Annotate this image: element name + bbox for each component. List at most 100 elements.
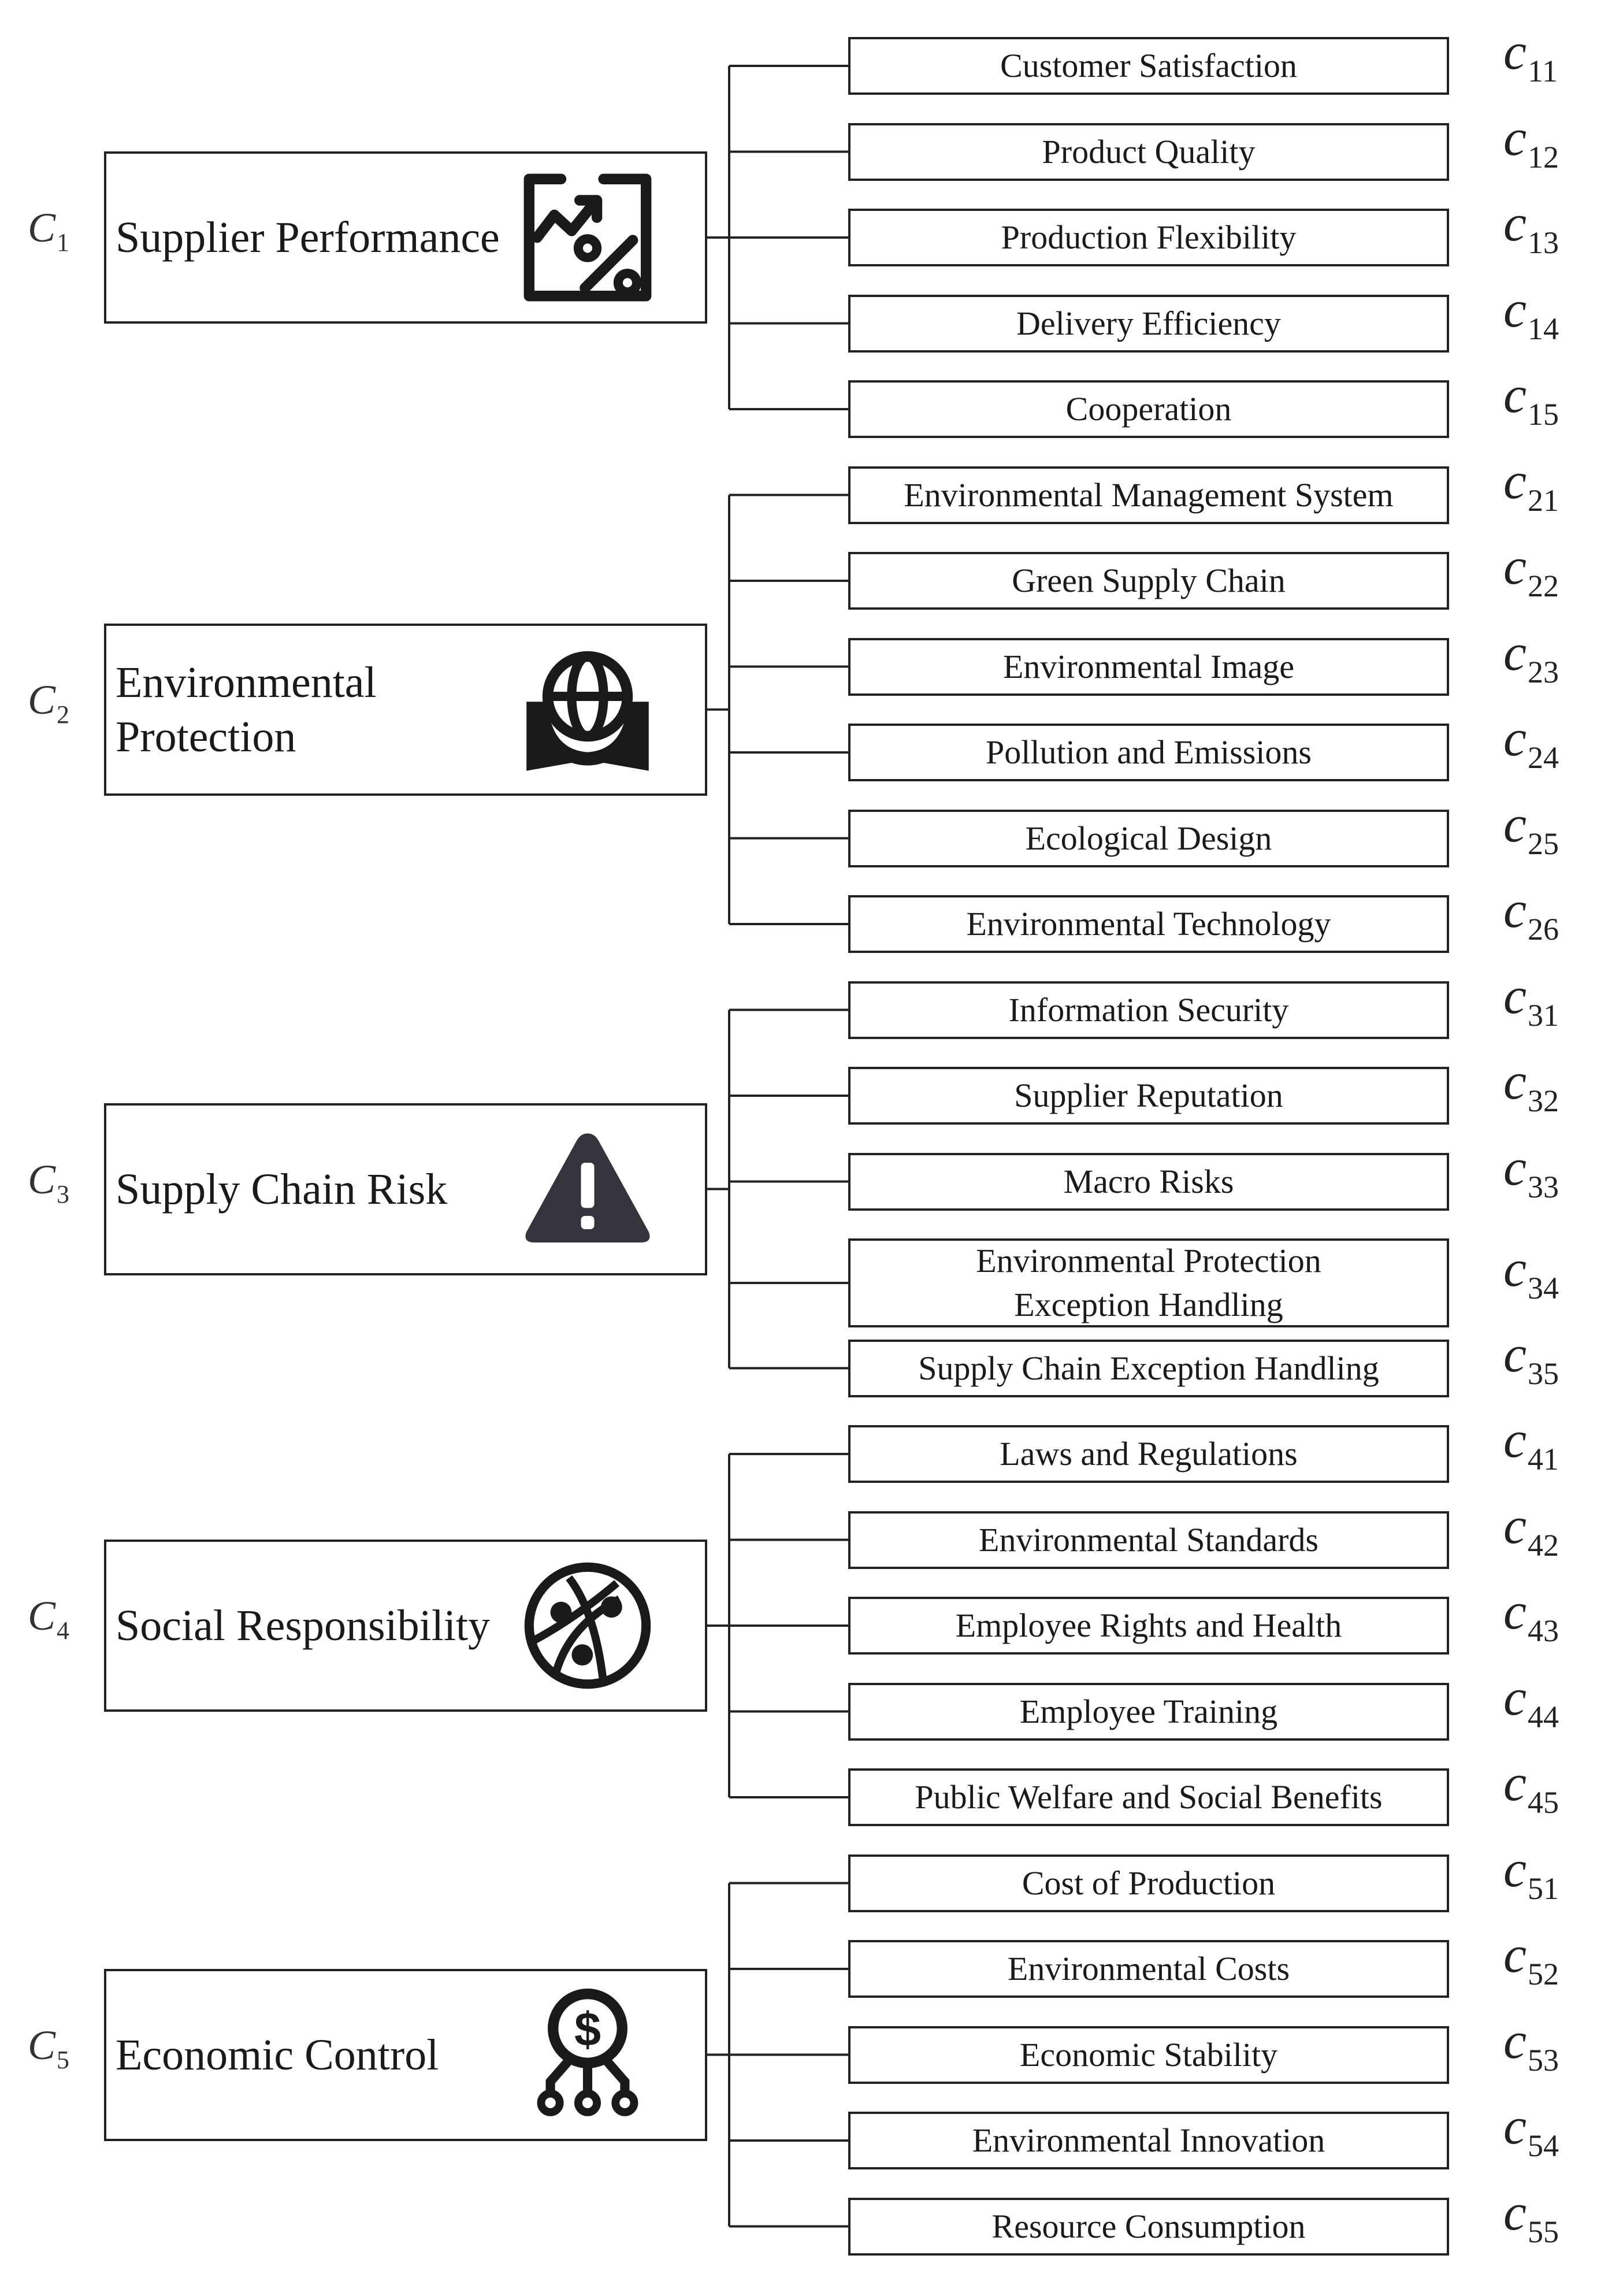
subcriterion-box: Laws and Regulations xyxy=(848,1425,1449,1483)
subcriterion-box: Information Security xyxy=(848,981,1449,1039)
network-globe-icon xyxy=(521,1559,654,1692)
globe-book-icon xyxy=(521,643,654,776)
subcriterion-code: c12 xyxy=(1503,109,1559,175)
criterion-symbol: C3 xyxy=(28,1156,70,1208)
svg-text:$: $ xyxy=(574,2002,601,2056)
subcriterion-label: Public Welfare and Social Benefits xyxy=(915,1778,1383,1816)
subcriterion-box: Pollution and Emissions xyxy=(848,724,1449,781)
subcriterion-label: Supply Chain Exception Handling xyxy=(918,1349,1379,1387)
subcriterion-code: c52 xyxy=(1503,1926,1559,1991)
criterion-label: Supply Chain Risk xyxy=(116,1164,448,1214)
subcriterion-label: Environmental Innovation xyxy=(972,2121,1325,2159)
subcriterion-code: c45 xyxy=(1503,1755,1559,1820)
subcriterion-label: Green Supply Chain xyxy=(1012,562,1286,599)
subcriterion-box: Environmental Standards xyxy=(848,1511,1449,1569)
subcriterion-label: Pollution and Emissions xyxy=(986,733,1312,771)
subcriterion-box: Environmental Management System xyxy=(848,466,1449,524)
criterion-symbol: C5 xyxy=(28,2021,70,2074)
subcriterion-code: c33 xyxy=(1503,1138,1559,1204)
subcriterion-label: Information Security xyxy=(1008,991,1289,1029)
criterion-label: Environmental Protection xyxy=(116,658,377,761)
subcriterion-label: Employee Rights and Health xyxy=(955,1607,1342,1644)
subcriterion-code: c26 xyxy=(1503,881,1559,947)
subcriterion-code: c15 xyxy=(1503,366,1559,432)
subcriterion-code: c41 xyxy=(1503,1411,1559,1477)
criterion-symbol: C2 xyxy=(28,676,70,729)
subcriterion-label: Laws and Regulations xyxy=(1000,1435,1298,1472)
subcriterion-box: Employee Rights and Health xyxy=(848,1597,1449,1655)
subcriterion-code: c53 xyxy=(1503,2012,1559,2078)
subcriterion-box: Macro Risks xyxy=(848,1152,1449,1211)
criterion-box: Supply Chain Risk xyxy=(104,1103,707,1275)
subcriterion-box: Ecological Design xyxy=(848,809,1449,867)
subcriterion-box: Environmental Technology xyxy=(848,895,1449,953)
subcriterion-label: Environmental Image xyxy=(1002,647,1295,685)
subcriterion-code: c55 xyxy=(1503,2183,1559,2249)
subcriterion-code: c13 xyxy=(1503,195,1559,260)
subcriterion-label: Environmental Costs xyxy=(1007,1950,1290,1987)
criterion-box: Supplier Performance xyxy=(104,151,707,324)
subcriterion-code: c44 xyxy=(1503,1668,1559,1734)
subcriterion-code: c21 xyxy=(1503,452,1559,518)
subcriterion-box: Delivery Efficiency xyxy=(848,294,1449,353)
subcriterion-label: Ecological Design xyxy=(1025,819,1272,857)
criterion-box: Economic Control $ xyxy=(104,1968,707,2141)
subcriterion-code: c35 xyxy=(1503,1325,1559,1391)
subcriterion-label: Delivery Efficiency xyxy=(1016,304,1281,342)
subcriterion-box: Resource Consumption xyxy=(848,2197,1449,2256)
subcriterion-box: Product Quality xyxy=(848,123,1449,181)
subcriterion-label: Environmental Technology xyxy=(966,905,1331,943)
subcriterion-box: Environmental Innovation xyxy=(848,2112,1449,2169)
criterion-label: Social Responsibility xyxy=(116,1601,491,1650)
subcriterion-label: Cooperation xyxy=(1065,390,1232,428)
subcriterion-label: Employee Training xyxy=(1019,1692,1278,1730)
subcriterion-code: c24 xyxy=(1503,710,1559,775)
subcriterion-box: Customer Satisfaction xyxy=(848,37,1449,95)
subcriterion-label: Production Flexibility xyxy=(1001,218,1297,256)
subcriterion-label: Environmental Standards xyxy=(979,1520,1319,1559)
subcriterion-code: c14 xyxy=(1503,280,1559,346)
subcriterion-code: c11 xyxy=(1503,23,1558,88)
criterion-symbol: C1 xyxy=(28,205,70,257)
subcriterion-code: c25 xyxy=(1503,795,1559,861)
subcriterion-box: Supplier Reputation xyxy=(848,1067,1449,1125)
subcriterion-code: c32 xyxy=(1503,1053,1559,1118)
subcriterion-label: Supplier Reputation xyxy=(1014,1077,1283,1114)
criterion-box: Environmental Protection xyxy=(104,623,707,796)
criterion-symbol: C4 xyxy=(28,1593,70,1645)
subcriterion-code: c51 xyxy=(1503,1840,1559,1906)
subcriterion-box: Cost of Production xyxy=(848,1854,1449,1912)
subcriterion-box: Production Flexibility xyxy=(848,209,1449,266)
subcriterion-label: Environmental Protection Exception Handl… xyxy=(976,1242,1321,1323)
warning-icon xyxy=(521,1123,654,1256)
subcriterion-code: c31 xyxy=(1503,967,1559,1033)
criterion-label: Supplier Performance xyxy=(116,213,500,262)
subcriterion-label: Economic Stability xyxy=(1019,2035,1278,2074)
subcriterion-code: c34 xyxy=(1503,1240,1559,1305)
subcriterion-label: Product Quality xyxy=(1042,132,1256,170)
subcriterion-box: Cooperation xyxy=(848,380,1449,438)
subcriterion-code: c23 xyxy=(1503,624,1559,689)
subcriterion-label: Macro Risks xyxy=(1063,1162,1234,1200)
subcriterion-code: c22 xyxy=(1503,538,1559,603)
subcriterion-code: c42 xyxy=(1503,1497,1559,1563)
criterion-box: Social Responsibility xyxy=(104,1540,707,1712)
subcriterion-box: Green Supply Chain xyxy=(848,552,1449,610)
subcriterion-box: Employee Training xyxy=(848,1682,1449,1741)
criterion-label: Economic Control xyxy=(116,2030,439,2079)
subcriterion-box: Supply Chain Exception Handling xyxy=(848,1339,1449,1397)
subcriterion-code: c54 xyxy=(1503,2098,1559,2163)
subcriterion-box: Environmental Costs xyxy=(848,1940,1449,1998)
subcriterion-box: Environmental Image xyxy=(848,637,1449,696)
subcriterion-box: Economic Stability xyxy=(848,2026,1449,2084)
subcriterion-label: Environmental Management System xyxy=(904,476,1394,514)
money-network-icon: $ xyxy=(521,1988,654,2121)
subcriterion-box: Public Welfare and Social Benefits xyxy=(848,1768,1449,1826)
subcriterion-label: Cost of Production xyxy=(1022,1864,1276,1902)
subcriterion-code: c43 xyxy=(1503,1583,1559,1648)
subcriterion-label: Resource Consumption xyxy=(991,2207,1306,2245)
subcriterion-box: Environmental Protection Exception Handl… xyxy=(848,1238,1449,1327)
chart-percent-icon xyxy=(521,171,654,304)
